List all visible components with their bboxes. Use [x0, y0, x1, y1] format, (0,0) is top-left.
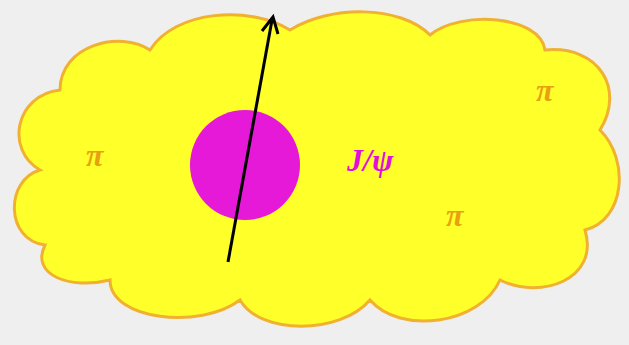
pion-label: π	[536, 74, 553, 106]
jpsi-label: J/ψ	[347, 144, 393, 176]
arrow-head	[262, 17, 278, 34]
pion-label: π	[446, 199, 463, 231]
jpsi-circle-outline	[190, 110, 300, 220]
jpsi-circle-shape	[190, 110, 300, 220]
pion-label: π	[86, 139, 103, 171]
arrow-shaft	[228, 20, 272, 262]
jpsi-circle: J/ψ	[190, 110, 300, 220]
pion-cloud-outline	[14, 12, 619, 326]
